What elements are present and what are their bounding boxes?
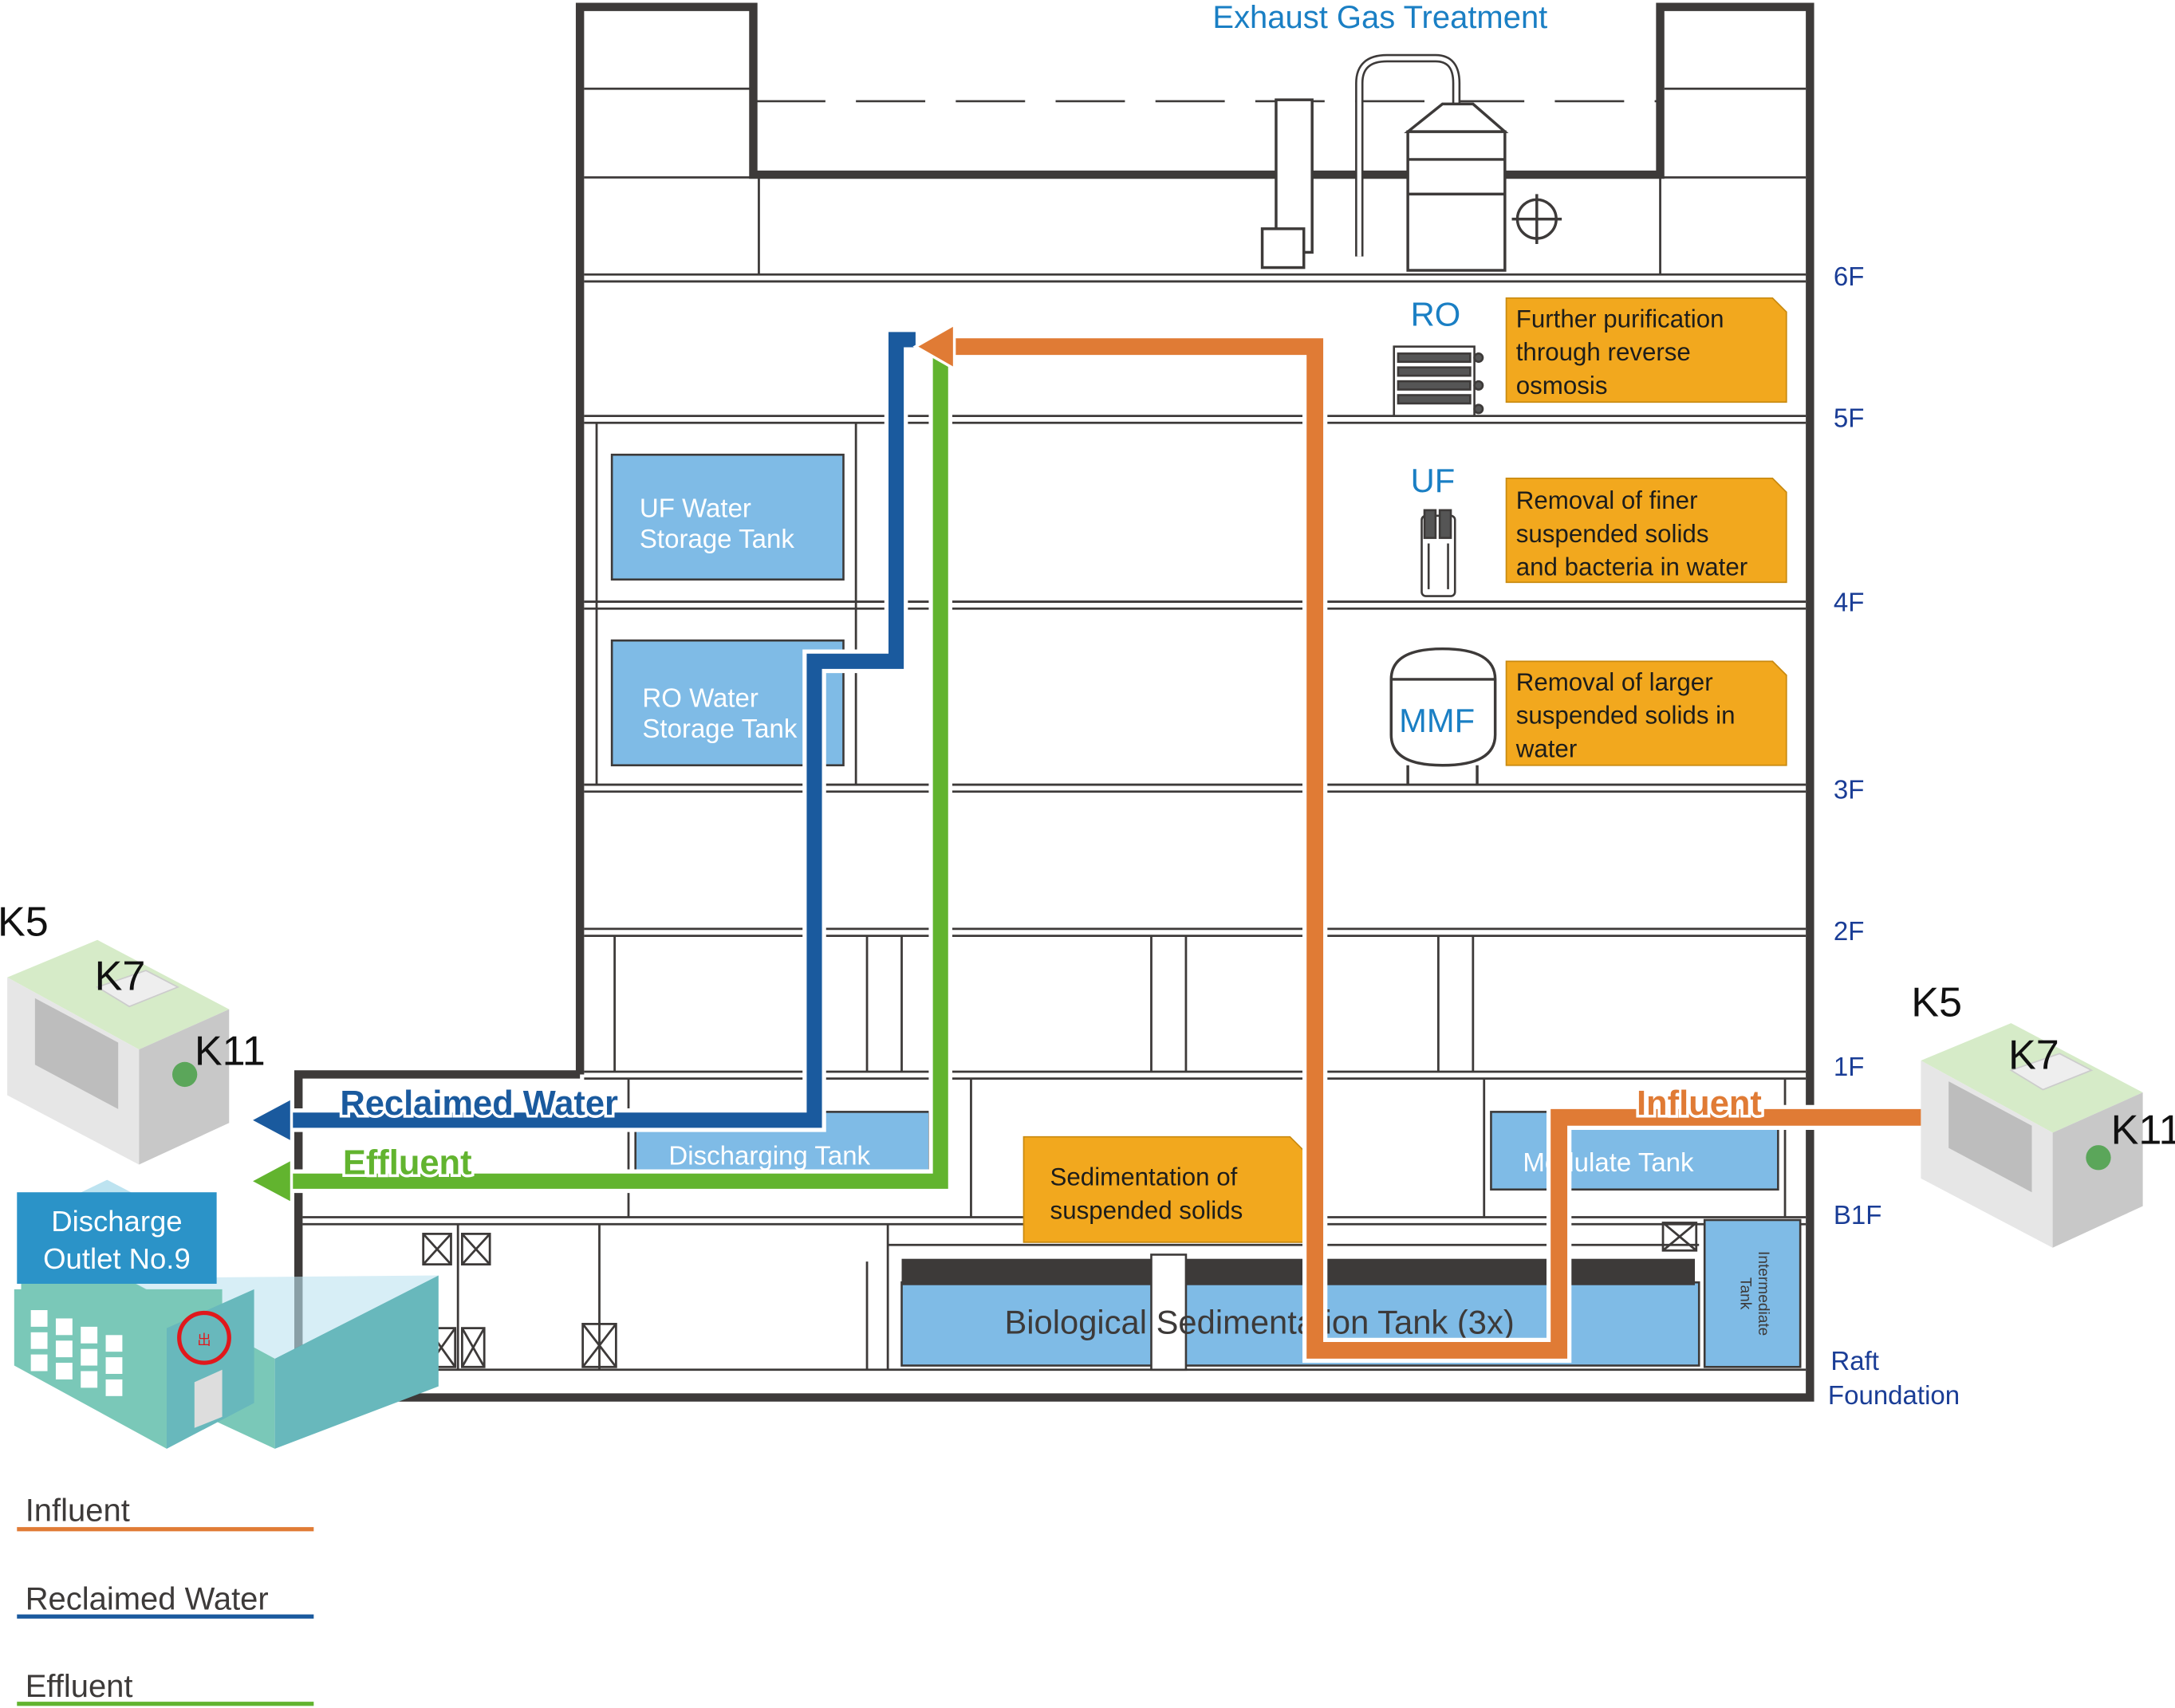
uf-label: UF (1411, 462, 1456, 499)
influent-flow (912, 321, 1921, 1364)
legend-reclaimed-label: Reclaimed Water (26, 1582, 269, 1617)
influent-arrowhead-icon (912, 321, 956, 372)
svg-text:Foundation: Foundation (1828, 1380, 1960, 1410)
mmf-tank-icon (1389, 647, 1497, 785)
svg-text:1F: 1F (1834, 1052, 1865, 1081)
effluent-label: Effluent (343, 1144, 472, 1183)
svg-text:Biological Sedimentation Tank: Biological Sedimentation Tank (3x) (1004, 1304, 1514, 1341)
svg-text:3F: 3F (1834, 774, 1865, 804)
mmf-label: MMF (1399, 702, 1475, 739)
discharge-building-lower: 出 (14, 1289, 254, 1449)
svg-text:4F: 4F (1834, 588, 1865, 617)
legend: Influent Reclaimed Water Effluent (17, 1493, 314, 1706)
right-factory-building-icon: K5 K7 K11 (1911, 979, 2175, 1248)
svg-text:K7: K7 (95, 953, 146, 999)
discharge-outlet-sign (17, 1192, 217, 1284)
svg-text:6F: 6F (1834, 262, 1865, 291)
floor-labels: 6F 5F 4F 3F 2F 1F B1F Raft Foundation (1828, 262, 1960, 1410)
intermediate-tank: IntermediateTank (1703, 1218, 1802, 1368)
influent-label: Influent (1637, 1084, 1762, 1123)
effluent-arrowhead-icon (246, 1156, 294, 1206)
reclaimed-arrowhead-icon (246, 1096, 294, 1145)
svg-text:K11: K11 (2111, 1107, 2175, 1153)
reclaimed-water-flow (246, 328, 916, 1145)
legend-influent-label: Influent (26, 1493, 130, 1528)
svg-text:K11: K11 (195, 1028, 266, 1074)
exhaust-gas-title: Exhaust Gas Treatment (1212, 0, 1547, 35)
legend-effluent-label: Effluent (26, 1669, 133, 1704)
svg-text:出: 出 (197, 1332, 211, 1348)
svg-text:Discharging Tank: Discharging Tank (668, 1140, 870, 1170)
svg-text:IntermediateTank: IntermediateTank (1736, 1251, 1771, 1336)
biological-sedimentation-tank: Biological Sedimentation Tank (3x) (888, 1243, 1700, 1372)
reclaimed-water-label: Reclaimed Water (340, 1084, 618, 1123)
ro-unit-icon (1393, 345, 1484, 417)
svg-text:B1F: B1F (1834, 1200, 1882, 1230)
epz-stamp-logo: 出 (177, 1310, 231, 1365)
svg-text:5F: 5F (1834, 403, 1865, 433)
uf-unit-icon (1420, 509, 1456, 597)
ro-label: RO (1411, 296, 1461, 333)
svg-text:K5: K5 (1911, 979, 1962, 1025)
svg-text:Raft: Raft (1830, 1346, 1879, 1375)
svg-text:K5: K5 (0, 899, 49, 946)
effluent-flow (246, 353, 952, 1206)
exhaust-scrubber-icon (1260, 53, 1562, 272)
left-factory-building-icon: K5 K7 K11 (0, 899, 266, 1165)
svg-text:K7: K7 (2008, 1032, 2059, 1078)
svg-text:2F: 2F (1834, 916, 1865, 946)
